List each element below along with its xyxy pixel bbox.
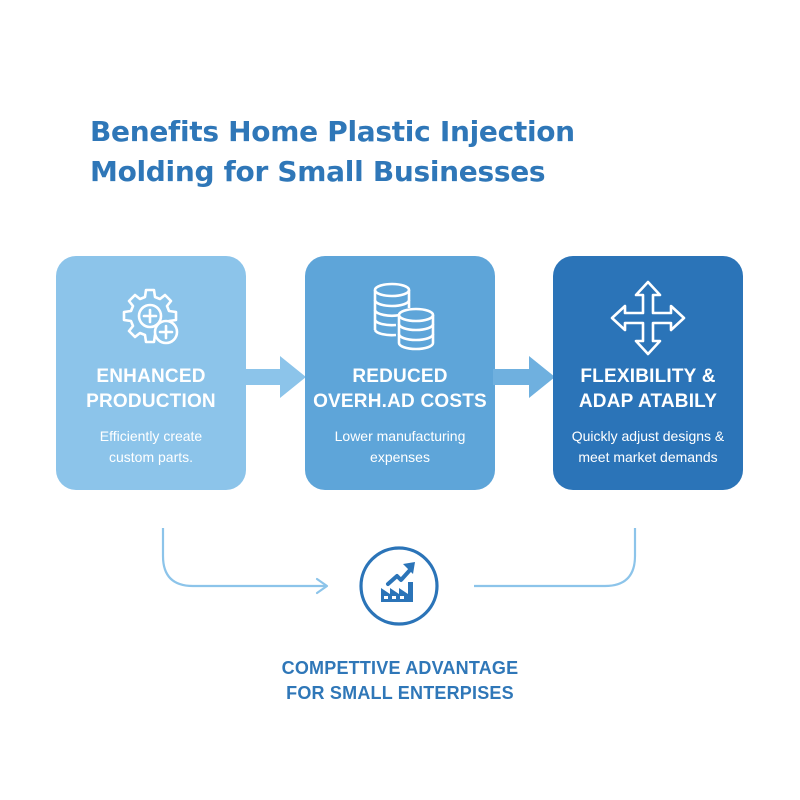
- card-heading: FLEXIBILITY & ADAP ATABILY: [553, 364, 743, 414]
- gear-plus-icon: [111, 278, 191, 358]
- outcome-label-line-2: FOR SMALL ENTERPISES: [286, 683, 514, 703]
- card-description: Quickly adjust designs & meet market dem…: [557, 426, 739, 468]
- diagram-title: Benefits Home Plastic Injection Molding …: [90, 112, 730, 192]
- card-heading-line-1: REDUCED: [352, 366, 448, 387]
- card-heading-line-2: ADAP ATABILY: [578, 391, 718, 412]
- card-description-line-2: custom parts.: [108, 449, 194, 465]
- outcome-label-line-1: COMPETTIVE ADVANTAGE: [281, 658, 519, 678]
- benefit-card-reduced-costs: REDUCED OVERH.AD COSTS Lower manufacturi…: [305, 256, 495, 490]
- card-heading-line-2: OVERH.AD COSTS: [313, 391, 487, 412]
- connector-arrowhead: [315, 577, 329, 595]
- card-heading-line-2: PRODUCTION: [86, 391, 216, 412]
- card-description-line-2: meet market demands: [578, 449, 718, 465]
- right-connector-line: [474, 528, 637, 588]
- card-heading: REDUCED OVERH.AD COSTS: [305, 364, 495, 414]
- card-heading-line-1: FLEXIBILITY &: [580, 366, 716, 387]
- benefit-card-enhanced-production: ENHANCED PRODUCTION Efficiently create c…: [56, 256, 246, 490]
- card-description: Lower manufacturing expenses: [309, 426, 491, 468]
- card-description: Efficiently create custom parts.: [60, 426, 242, 468]
- card-description-line-1: Quickly adjust designs &: [571, 428, 725, 444]
- card-heading: ENHANCED PRODUCTION: [56, 364, 246, 414]
- card-description-line-2: expenses: [370, 449, 430, 465]
- outcome-label: COMPETTIVE ADVANTAGE FOR SMALL ENTERPISE…: [200, 656, 600, 706]
- four-way-arrows-icon: [608, 278, 688, 358]
- card-description-line-1: Lower manufacturing: [334, 428, 466, 444]
- arrow-right-icon: [493, 356, 555, 398]
- title-line-2: Molding for Small Businesses: [90, 155, 546, 188]
- coin-stack-icon: [360, 278, 440, 358]
- card-heading-line-1: ENHANCED: [96, 366, 206, 387]
- title-line-1: Benefits Home Plastic Injection: [90, 115, 575, 148]
- connector-lines: [161, 528, 637, 595]
- card-description-line-1: Efficiently create: [99, 428, 203, 444]
- factory-growth-icon: [357, 544, 441, 628]
- benefit-card-flexibility: FLEXIBILITY & ADAP ATABILY Quickly adjus…: [553, 256, 743, 490]
- arrow-right-icon: [244, 356, 306, 398]
- left-connector-line: [161, 528, 326, 588]
